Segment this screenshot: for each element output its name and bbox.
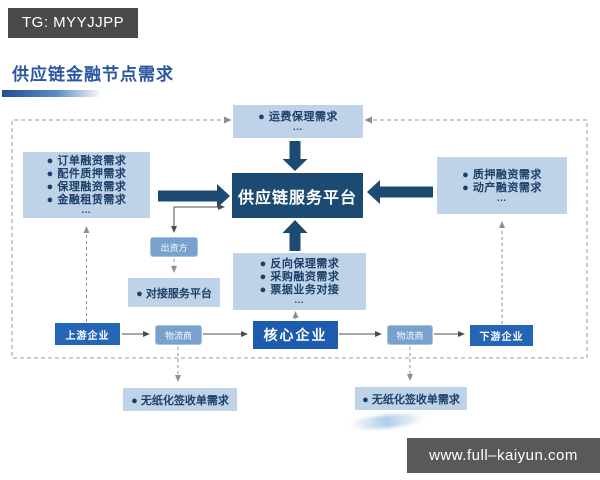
title-underline-decoration bbox=[2, 90, 102, 97]
arrow-up-middle-to-platform bbox=[282, 220, 308, 251]
bullet-item: ● 金融租赁需求 bbox=[46, 194, 127, 206]
arrow-right-left-to-platform bbox=[158, 184, 230, 208]
bullet-item: ● 反向保理需求 bbox=[259, 258, 340, 270]
bullet-item: ● 保理融资需求 bbox=[46, 181, 127, 193]
ellipsis: … bbox=[292, 122, 304, 133]
freight-factoring-box: ● 运费保理需求 … bbox=[233, 105, 363, 138]
boundary-arrow-into-topbox-left bbox=[224, 116, 232, 124]
funder-box: 出资方 bbox=[150, 237, 198, 257]
bullet-item: ● 票据业务对接 bbox=[259, 284, 340, 296]
arrow-down-top-to-platform bbox=[282, 141, 308, 171]
bullet-item: ● 动产融资需求 bbox=[462, 181, 542, 194]
supply-chain-platform-box: 供应链服务平台 bbox=[232, 173, 363, 218]
core-requirements-box: ● 反向保理需求 ● 采购融资需求 ● 票据业务对接 … bbox=[233, 253, 366, 310]
ellipsis: … bbox=[496, 192, 508, 204]
bullet-item: ● 运费保理需求 bbox=[258, 111, 338, 123]
upstream-enterprise-box: 上游企业 bbox=[55, 323, 120, 345]
funder-platform-connector bbox=[171, 204, 225, 233]
bullet-item: ● 采购融资需求 bbox=[259, 271, 340, 283]
paperless-receipt-box-right: ● 无纸化签收单需求 bbox=[355, 387, 467, 410]
ellipsis: … bbox=[294, 295, 305, 306]
arrow-left-right-to-platform bbox=[367, 180, 433, 204]
boundary-arrow-into-topbox-right bbox=[364, 116, 372, 124]
page-title: 供应链金融节点需求 bbox=[12, 65, 174, 84]
core-enterprise-box: 核心企业 bbox=[253, 321, 338, 349]
logistics-provider-right-box: 物流商 bbox=[387, 325, 433, 345]
bullet-item: ● 订单融资需求 bbox=[46, 155, 127, 167]
bullet-item: ● 配件质押需求 bbox=[46, 168, 127, 180]
logistics-provider-left-box: 物流商 bbox=[155, 325, 202, 345]
docking-platform-box: ● 对接服务平台 bbox=[128, 278, 220, 307]
upstream-requirements-box: ● 订单融资需求 ● 配件质押需求 ● 保理融资需求 ● 金融租赁需求 … bbox=[23, 152, 150, 218]
ellipsis: … bbox=[81, 205, 92, 216]
bullet-item: ● 质押融资需求 bbox=[462, 168, 542, 181]
watermark-banner: www.full–kaiyun.com bbox=[407, 438, 600, 473]
decorative-swoosh bbox=[347, 410, 427, 433]
downstream-enterprise-box: 下游企业 bbox=[470, 325, 533, 346]
downstream-requirements-box: ● 质押融资需求 ● 动产融资需求 … bbox=[437, 157, 567, 214]
tg-banner: TG: MYYJJPP bbox=[8, 8, 139, 38]
paperless-receipt-box-left: ● 无纸化签收单需求 bbox=[123, 388, 237, 411]
